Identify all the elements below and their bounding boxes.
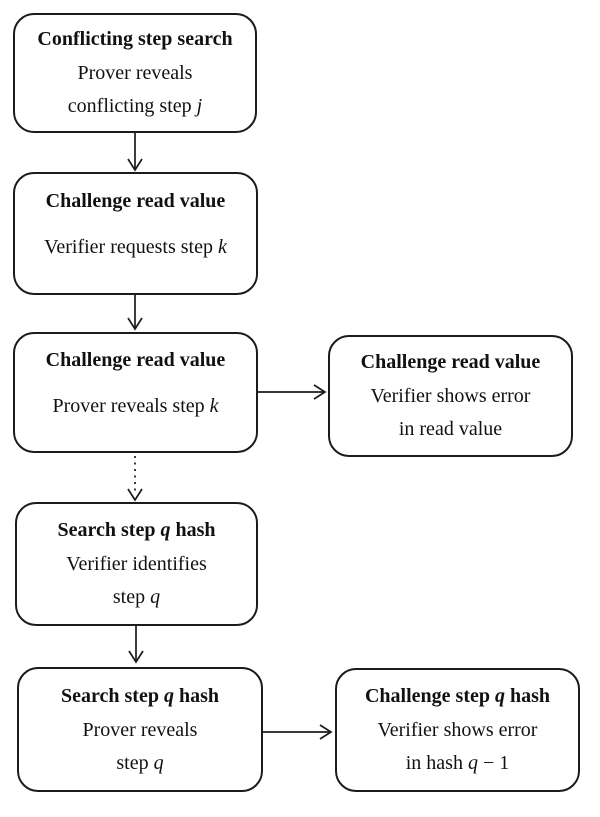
text-segment: − 1: [477, 752, 510, 774]
math-var: j: [196, 95, 203, 117]
arrow-reveal-q-to-hash-error: [263, 724, 333, 740]
math-var: k: [209, 395, 219, 417]
node-line: step q: [66, 581, 207, 614]
node-title: Conflicting step search: [37, 23, 232, 56]
arrow-reveal-to-identify-dotted: [127, 456, 143, 502]
arrow-identify-to-reveal-q: [128, 626, 144, 664]
node-line: in hash q − 1: [378, 747, 538, 780]
text-segment: Prover reveals: [77, 62, 193, 84]
node-challenge-read-value-reveal: Challenge read value Prover reveals step…: [13, 332, 258, 453]
text-segment: Verifier shows error: [370, 385, 531, 407]
node-line: Verifier shows error: [378, 714, 538, 747]
node-challenge-read-value-error: Challenge read value Verifier shows erro…: [328, 335, 573, 457]
node-title: Challenge step q hash: [365, 680, 550, 713]
node-line: Verifier shows error: [371, 380, 531, 413]
node-challenge-step-q-hash-error: Challenge step q hash Verifier shows err…: [335, 668, 580, 792]
text-segment: Challenge read value: [360, 351, 541, 373]
math-var: q: [160, 519, 171, 541]
node-line: Prover reveals: [83, 714, 198, 747]
text-segment: Conflicting step search: [37, 28, 233, 50]
text-segment: conflicting step: [67, 95, 197, 117]
node-body: Prover reveals step k: [52, 390, 218, 423]
node-search-step-q-hash-identify: Search step q hash Verifier identifies s…: [15, 502, 258, 626]
text-segment: Search step: [57, 519, 161, 541]
math-var: q: [163, 684, 174, 707]
node-line: conflicting step j: [68, 90, 202, 123]
arrow-request-to-reveal: [127, 295, 143, 331]
arrow-conflicting-to-request: [127, 133, 143, 172]
node-body: Verifier identifies step q: [66, 548, 207, 614]
text-segment: Challenge step: [364, 685, 495, 707]
node-body: Prover reveals conflicting step j: [68, 57, 202, 123]
node-title: Challenge read value: [46, 185, 226, 218]
math-var: q: [150, 586, 161, 608]
node-title: Search step q hash: [61, 680, 219, 713]
node-line: Prover reveals step k: [52, 390, 218, 423]
node-line: Prover reveals: [68, 57, 202, 90]
text-segment: step: [116, 751, 154, 774]
text-segment: step: [112, 586, 151, 608]
math-var: q: [494, 685, 505, 707]
arrow-reveal-to-read-error: [258, 384, 327, 400]
node-title: Challenge read value: [46, 344, 226, 377]
math-var: q: [153, 751, 164, 774]
node-body: Prover reveals step q: [83, 714, 198, 780]
math-var: k: [217, 236, 227, 258]
text-segment: in read value: [398, 418, 503, 440]
text-segment: Verifier identifies: [66, 553, 207, 575]
node-conflicting-step-search: Conflicting step search Prover reveals c…: [13, 13, 257, 133]
node-body: Verifier shows error in read value: [371, 380, 531, 446]
text-segment: Challenge read value: [45, 190, 226, 212]
text-segment: Challenge read value: [45, 349, 226, 371]
node-line: Verifier requests step k: [44, 231, 227, 264]
node-line: step q: [83, 747, 198, 780]
text-segment: Search step: [61, 684, 164, 707]
text-segment: Prover reveals step: [52, 395, 210, 417]
text-segment: hash: [170, 519, 216, 541]
text-segment: hash: [504, 685, 551, 707]
text-segment: Verifier requests step: [44, 236, 218, 258]
text-segment: hash: [173, 684, 219, 707]
text-segment: Verifier shows error: [377, 719, 538, 741]
math-var: q: [467, 752, 478, 774]
node-body: Verifier shows error in hash q − 1: [378, 714, 538, 780]
text-segment: in hash: [405, 752, 468, 774]
node-search-step-q-hash-reveal: Search step q hash Prover reveals step q: [17, 667, 263, 792]
node-line: in read value: [371, 413, 531, 446]
node-body: Verifier requests step k: [44, 231, 227, 264]
node-line: Verifier identifies: [66, 548, 207, 581]
text-segment: Prover reveals: [82, 718, 198, 741]
node-title: Search step q hash: [58, 514, 216, 547]
node-challenge-read-value-request: Challenge read value Verifier requests s…: [13, 172, 258, 295]
node-title: Challenge read value: [361, 346, 541, 379]
